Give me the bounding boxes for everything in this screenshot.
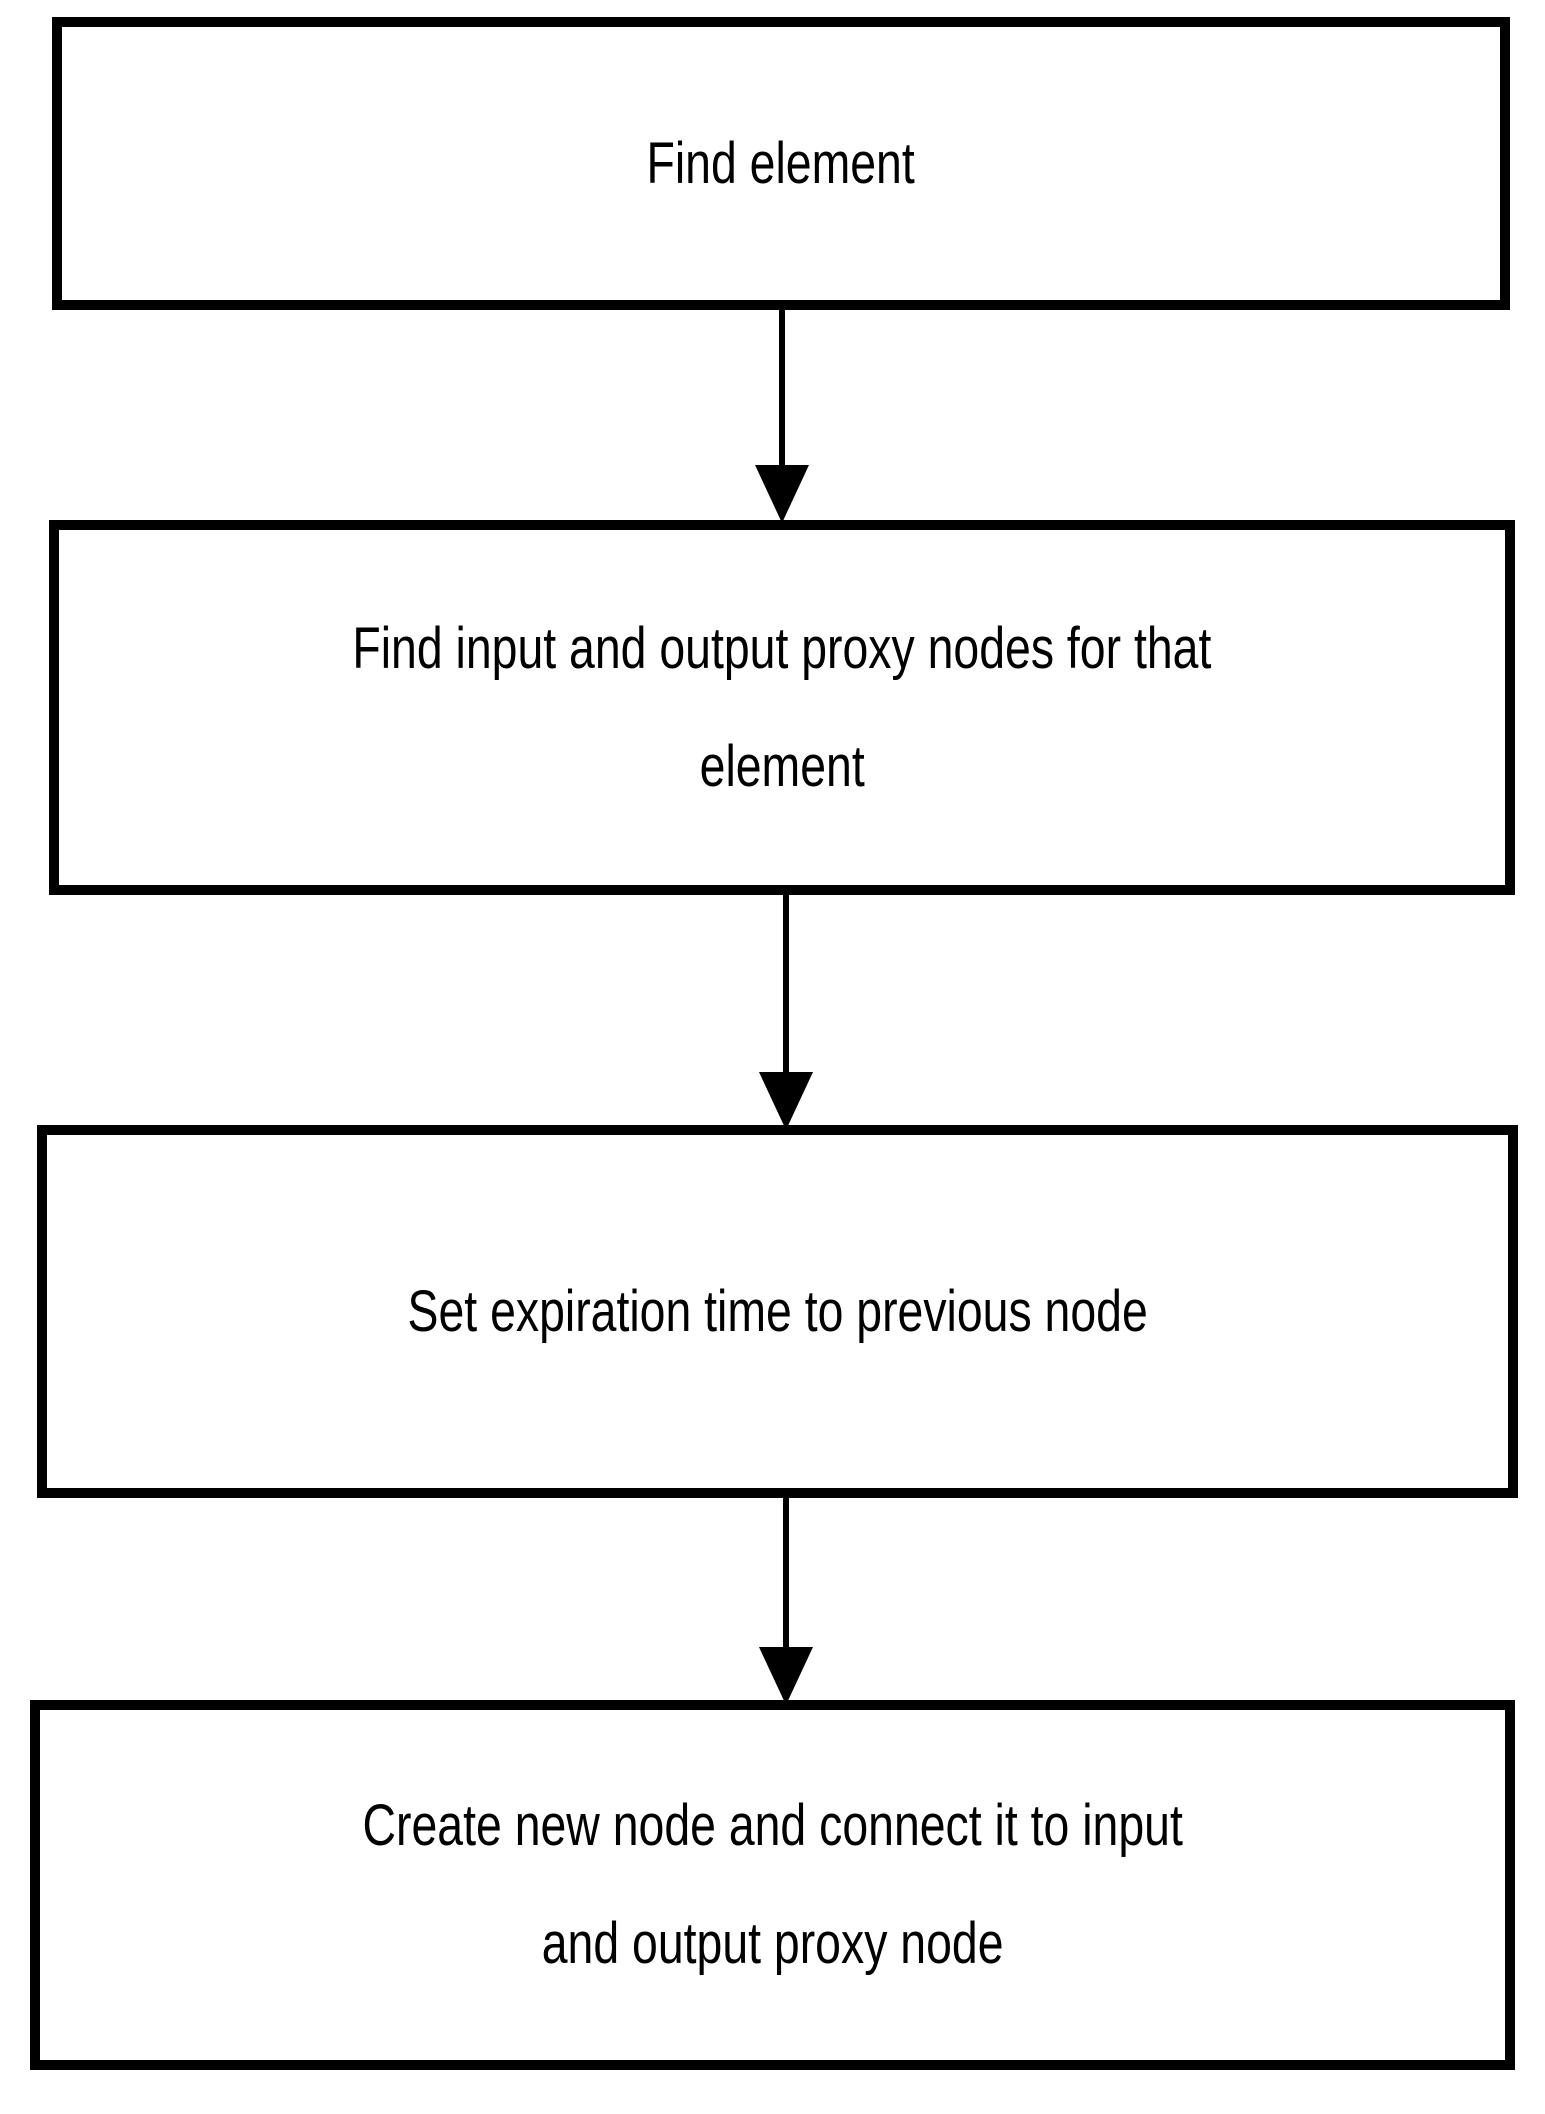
arrow-shaft bbox=[779, 305, 785, 467]
flowchart-connector-arrow-1 bbox=[755, 305, 809, 523]
arrow-head-down-icon bbox=[755, 465, 809, 523]
node-label-line: and output proxy node bbox=[541, 1911, 1004, 1976]
arrow-shaft bbox=[783, 1493, 789, 1649]
arrow-head-down-icon bbox=[759, 1647, 813, 1705]
arrow-shaft bbox=[783, 890, 789, 1074]
flowchart-connector-arrow-2 bbox=[759, 890, 813, 1130]
node-label-line: Find element bbox=[646, 130, 916, 196]
flowchart-node-set-expiration-time[interactable]: Set expiration time to previous node bbox=[37, 1125, 1518, 1498]
flowchart-node-find-element[interactable]: Find element bbox=[52, 17, 1510, 310]
node-label-line: Set expiration time to previous node bbox=[407, 1278, 1148, 1344]
arrow-head-down-icon bbox=[759, 1072, 813, 1130]
flowchart-connector-arrow-3 bbox=[759, 1493, 813, 1705]
node-label-line: element bbox=[699, 733, 865, 799]
flowchart-node-find-proxy-nodes[interactable]: Find input and output proxy nodes for th… bbox=[49, 520, 1515, 895]
node-label-line: Find input and output proxy nodes for th… bbox=[352, 615, 1212, 681]
flowchart-node-create-new-node[interactable]: Create new node and connect it to input … bbox=[30, 1700, 1515, 2070]
node-label-line: Create new node and connect it to input bbox=[362, 1793, 1183, 1858]
